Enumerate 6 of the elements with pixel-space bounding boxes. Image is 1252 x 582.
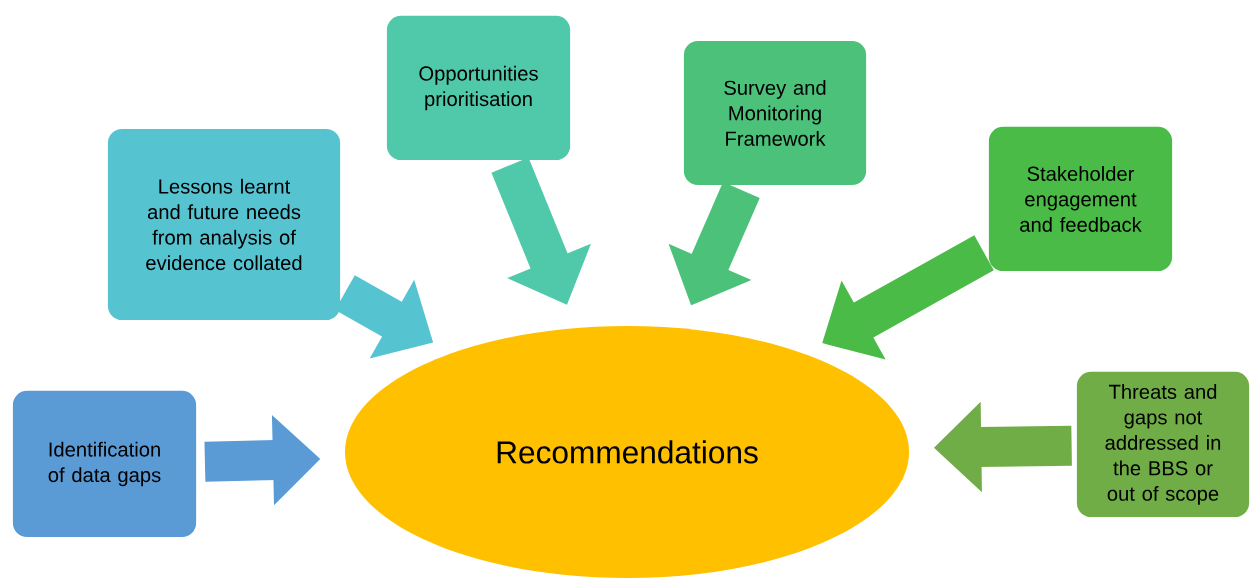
process-box: Identification of data gaps bbox=[11, 389, 198, 539]
process-box: Threats and gaps not addressed in the BBS or out of scope bbox=[1075, 370, 1251, 519]
process-box: Opportunities prioritisation bbox=[385, 14, 572, 162]
process-box: Lessons learnt and future needs from analysis of evidence collated bbox=[106, 127, 342, 322]
process-box: Stakeholder engagement and feedback bbox=[987, 125, 1174, 273]
process-box: Survey and Monitoring Framework bbox=[682, 39, 868, 187]
